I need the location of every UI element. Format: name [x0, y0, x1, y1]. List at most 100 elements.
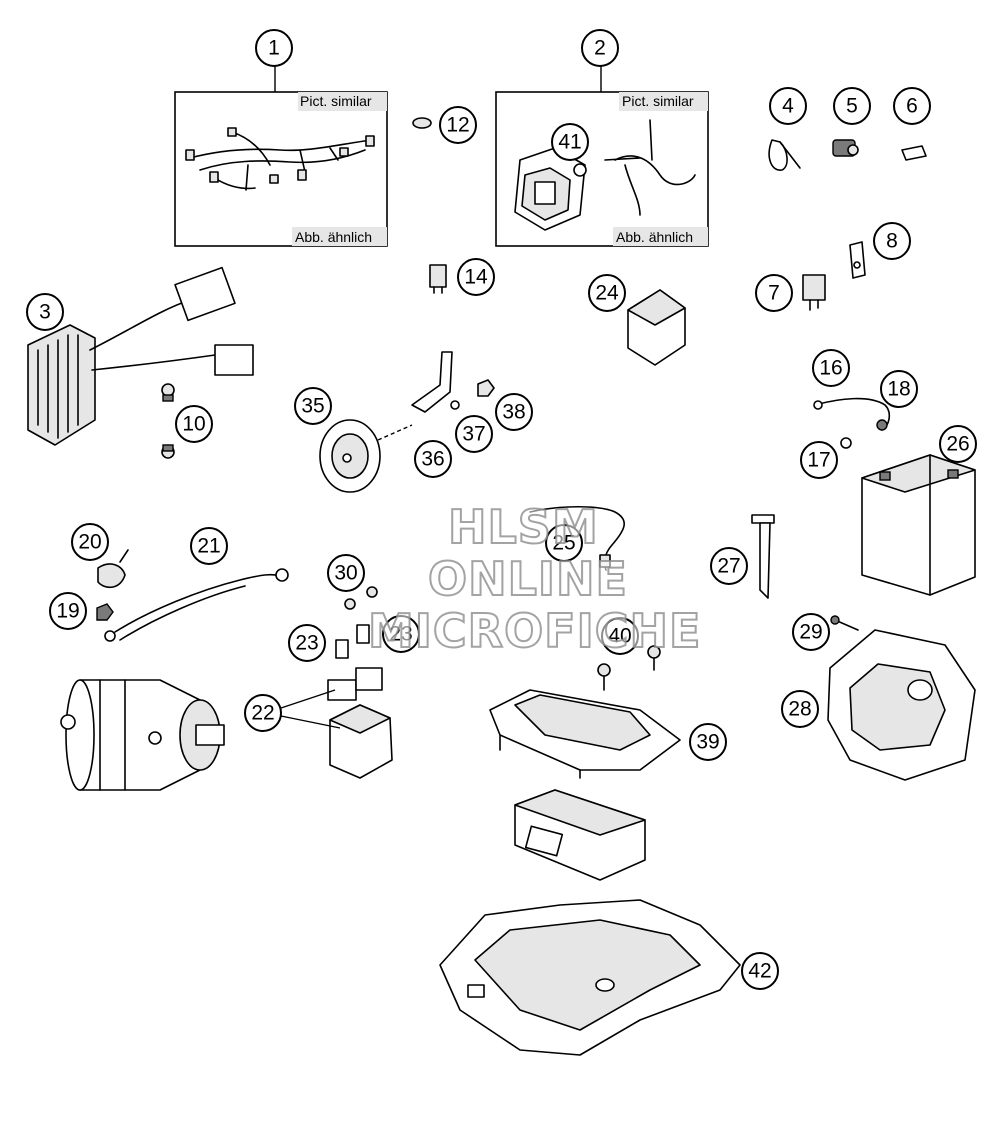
fuses-23	[335, 624, 370, 659]
svg-text:14: 14	[464, 266, 488, 289]
washer-37-nut-38	[450, 379, 495, 410]
washer-17	[840, 437, 852, 449]
watermark-line-1: HLSM	[447, 499, 599, 555]
battery-26	[861, 454, 976, 596]
svg-text:17: 17	[807, 449, 830, 472]
bulb-part-12	[412, 117, 432, 129]
callout-20: 20	[71, 523, 109, 561]
callout-25: 25	[545, 524, 583, 562]
clip-6	[901, 145, 927, 161]
horn-35	[319, 419, 413, 493]
callout-19: 19	[49, 592, 87, 630]
screw-parts-10	[161, 383, 175, 459]
callout-24: 24	[588, 274, 626, 312]
svg-text:2: 2	[594, 37, 606, 60]
svg-text:20: 20	[78, 531, 101, 554]
svg-text:16: 16	[819, 357, 842, 380]
callout-14: 14	[457, 258, 495, 296]
callout-30: 30	[327, 554, 365, 592]
callout-23b: 23	[382, 615, 420, 653]
svg-text:42: 42	[748, 960, 771, 983]
svg-text:21: 21	[197, 535, 220, 558]
svg-text:41: 41	[558, 131, 581, 154]
svg-text:12: 12	[446, 114, 469, 137]
svg-text:40: 40	[608, 625, 631, 648]
ground-wire-16	[813, 397, 891, 431]
callout-36: 36	[414, 440, 452, 478]
relay-harness-wires	[604, 119, 696, 216]
ecu-unit	[514, 789, 646, 881]
relay-cover-24	[627, 289, 686, 366]
callout-35: 35	[294, 387, 332, 425]
pict-similar-tag-1: Pict. similar	[300, 93, 372, 109]
svg-text:30: 30	[334, 562, 357, 585]
nut-19	[96, 603, 114, 621]
callout-37: 37	[455, 415, 493, 453]
callout-7: 7	[755, 274, 793, 312]
callout-29: 29	[792, 613, 830, 651]
svg-text:25: 25	[552, 532, 575, 555]
starter-motor	[60, 679, 225, 791]
svg-text:18: 18	[887, 378, 910, 401]
callout-27: 27	[710, 547, 748, 585]
pict-similar-tag-2: Pict. similar	[622, 93, 694, 109]
svg-text:26: 26	[946, 433, 969, 456]
callout-21: 21	[190, 527, 228, 565]
callout-38: 38	[495, 393, 533, 431]
screw-29	[830, 615, 859, 631]
callout-22: 22	[244, 694, 282, 732]
relay-holder-illustration	[514, 147, 587, 231]
callout-8: 8	[873, 222, 911, 260]
svg-text:10: 10	[182, 413, 205, 436]
callout-28: 28	[781, 690, 819, 728]
battery-box-28	[827, 629, 976, 781]
svg-text:29: 29	[799, 621, 822, 644]
cable-tie-4	[768, 139, 801, 171]
svg-text:7: 7	[768, 282, 780, 305]
callout-1: 1	[255, 29, 293, 67]
callout-40: 40	[601, 617, 639, 655]
svg-text:27: 27	[717, 555, 740, 578]
wiring-harness-box: Pict. similar Abb. ähnlich	[174, 91, 388, 247]
svg-text:23: 23	[295, 632, 318, 655]
callout-4: 4	[769, 87, 807, 125]
callout-16: 16	[812, 349, 850, 387]
abb-aehnlich-tag-2: Abb. ähnlich	[616, 229, 693, 245]
starter-cable-21	[104, 568, 289, 642]
callout-3: 3	[26, 293, 64, 331]
callout-23a: 23	[288, 624, 326, 662]
svg-text:3: 3	[39, 301, 51, 324]
connector-part-14	[429, 264, 447, 294]
callout-42: 42	[741, 952, 779, 990]
svg-text:4: 4	[782, 95, 794, 118]
svg-text:38: 38	[502, 401, 525, 424]
svg-text:36: 36	[421, 448, 444, 471]
watermark-line-2: ONLINE	[427, 551, 628, 607]
screw-18	[876, 419, 888, 431]
clamp-27	[751, 514, 775, 599]
clip-5	[832, 139, 859, 157]
wiring-harness-illustration	[185, 127, 375, 191]
svg-text:37: 37	[462, 423, 485, 446]
svg-text:23: 23	[389, 623, 412, 646]
svg-text:22: 22	[251, 702, 274, 725]
starter-relay-22	[327, 667, 393, 779]
screws-30	[344, 586, 378, 610]
boot-20	[97, 549, 129, 589]
abb-aehnlich-tag-1: Abb. ähnlich	[295, 229, 372, 245]
svg-text:8: 8	[886, 230, 898, 253]
svg-text:24: 24	[595, 282, 619, 305]
cable-25	[529, 505, 625, 571]
callout-41: 41	[551, 123, 589, 161]
voltage-regulator	[27, 266, 254, 446]
ecu-bracket-39	[489, 689, 681, 779]
bracket-8	[849, 241, 866, 279]
svg-text:39: 39	[696, 731, 719, 754]
callout-39: 39	[689, 723, 727, 761]
svg-text:19: 19	[56, 600, 79, 623]
callout-12: 12	[439, 106, 477, 144]
callout-5: 5	[833, 87, 871, 125]
ecu-tray-42	[439, 899, 741, 1056]
callout-26: 26	[939, 425, 977, 463]
